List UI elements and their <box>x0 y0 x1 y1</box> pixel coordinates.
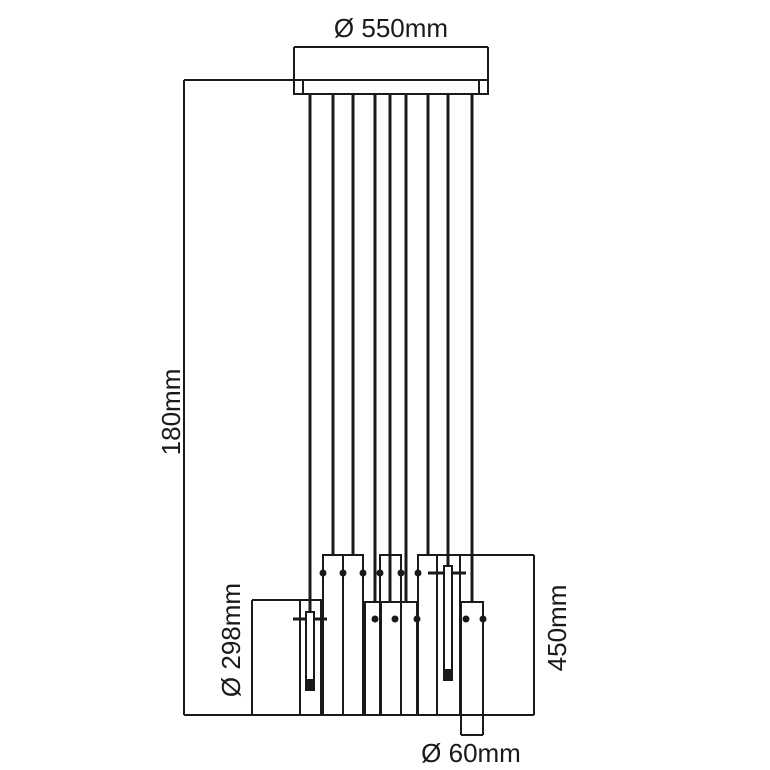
cables <box>308 94 474 612</box>
shade-tall-left <box>319 554 367 716</box>
shade-group-diameter-dimension <box>251 599 300 715</box>
canopy-diameter-dimension <box>293 46 489 94</box>
shade-height-label: 450mm <box>542 585 572 672</box>
shade-diameter-label: Ø 60mm <box>421 738 521 768</box>
shade-tall-right <box>414 554 466 716</box>
canopy-diameter-label: Ø 550mm <box>334 13 448 43</box>
shade-group-diameter-label: Ø 298mm <box>216 583 246 697</box>
shade-height-dimension <box>460 554 535 715</box>
shade-left <box>293 599 327 716</box>
canopy <box>293 79 489 95</box>
shade-diameter-dimension <box>460 715 484 736</box>
shade-center-short <box>364 601 421 716</box>
shade-right <box>460 601 487 716</box>
total-height-label: 180mm <box>156 369 186 456</box>
